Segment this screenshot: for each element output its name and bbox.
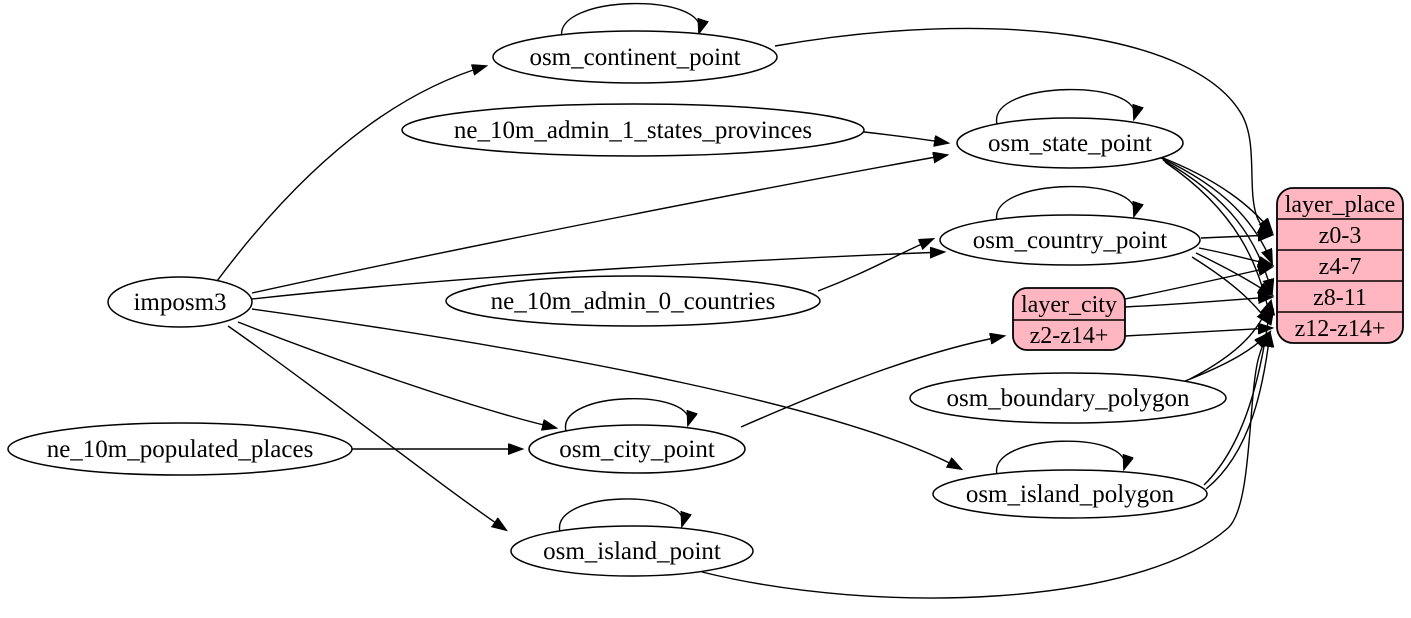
node-shape-osm_boundary_polygon (909, 372, 1227, 424)
node-shape-osm_island_point (510, 525, 754, 577)
record-row-z0-3: z0-3 (1319, 223, 1362, 249)
node-label-osm_city_point: osm_city_point (559, 436, 715, 463)
record-row-z4-7: z4-7 (1319, 254, 1362, 280)
node-imposm3: imposm3 (107, 276, 253, 328)
edge-osm_city_point-to-layer_city-z2-z14 (740, 336, 1004, 428)
node-shape-osm_state_point (956, 117, 1184, 169)
record-row-z12-z14: z12-z14+ (1295, 316, 1386, 342)
node-label-ne_10m_admin_0_countries: ne_10m_admin_0_countries (491, 288, 776, 315)
record-box-layer_place (1276, 187, 1404, 344)
record-row-z2-z14: z2-z14+ (1030, 323, 1109, 349)
edge-self-osm_continent_point (561, 2, 700, 39)
node-label-imposm3: imposm3 (133, 289, 226, 316)
edge-osm_island_point-to-layer_place-z12-z14 (701, 332, 1270, 599)
node-label-ne_10m_populated_places: ne_10m_populated_places (47, 436, 314, 463)
edges (216, 2, 1272, 599)
node-shape-imposm3 (107, 276, 253, 328)
edge-osm_country_point-to-layer_place-z8-11 (1195, 252, 1272, 295)
node-osm_state_point: osm_state_point (956, 117, 1184, 169)
node-label-osm_state_point: osm_state_point (988, 130, 1152, 157)
node-osm_continent_point: osm_continent_point (492, 30, 778, 84)
record-box-layer_city (1012, 287, 1126, 351)
edge-layer_city-to-layer_place-z12-z14 (1124, 328, 1272, 337)
node-shape-osm_continent_point (492, 30, 778, 84)
edge-self-osm_city_point (565, 398, 689, 432)
edge-imposm3-to-osm_continent_point (216, 66, 486, 282)
node-osm_island_polygon: osm_island_polygon (932, 469, 1208, 519)
edge-osm_country_point-to-layer_place-z4-7 (1198, 247, 1272, 265)
node-osm_boundary_polygon: osm_boundary_polygon (909, 372, 1227, 424)
edge-self-osm_island_point (559, 498, 683, 533)
edge-osm_state_point-to-layer_place-z0-3 (1157, 155, 1272, 232)
edge-imposm3-to-osm_country_point (251, 252, 944, 300)
edge-osm_state_point-to-layer_place-z4-7 (1160, 157, 1272, 263)
node-shape-osm_city_point (528, 424, 746, 474)
node-ne_10m_admin_0_countries: ne_10m_admin_0_countries (445, 275, 821, 327)
edge-imposm3-to-osm_state_point (251, 155, 947, 294)
node-label-osm_island_polygon: osm_island_polygon (966, 481, 1175, 508)
edge-ne_10m_admin_1_states_provinces-to-osm_state_point (863, 131, 948, 143)
node-shape-osm_island_polygon (932, 469, 1208, 519)
record-layer_place: layer_place z0-3 z4-7 z8-11 z12-z14+ (1276, 187, 1404, 344)
node-shape-ne_10m_admin_1_states_provinces (401, 103, 865, 157)
edge-osm_boundary_polygon-to-layer_place-z8-11 (1189, 302, 1270, 380)
edge-osm_country_point-to-layer_place-z0-3 (1200, 235, 1272, 238)
node-label-osm_boundary_polygon: osm_boundary_polygon (946, 385, 1190, 412)
node-shape-ne_10m_admin_0_countries (445, 275, 821, 327)
node-ne_10m_admin_1_states_provinces: ne_10m_admin_1_states_provinces (401, 103, 865, 157)
edge-osm_island_polygon-to-layer_place-z8-11 (1203, 301, 1271, 486)
node-osm_city_point: osm_city_point (528, 424, 746, 474)
node-shape-osm_country_point (939, 214, 1201, 266)
edge-layer_city-to-layer_place-z4-7 (1124, 267, 1272, 300)
record-layer_city: layer_city z2-z14+ (1012, 287, 1126, 351)
edge-ne_10m_admin_0_countries-to-osm_country_point (817, 239, 933, 292)
node-label-ne_10m_admin_1_states_provinces: ne_10m_admin_1_states_provinces (454, 117, 812, 144)
node-label-osm_continent_point: osm_continent_point (529, 44, 740, 71)
edge-imposm3-to-osm_island_polygon (251, 308, 961, 469)
node-osm_country_point: osm_country_point (939, 214, 1201, 266)
edge-osm_island_polygon-to-layer_place-z12-z14 (1205, 333, 1270, 490)
record-title-layer_place: layer_place (1285, 192, 1396, 218)
edge-imposm3-to-osm_island_point (227, 325, 506, 530)
edge-osm_country_point-to-layer_place-z12-z14 (1191, 256, 1270, 324)
edge-imposm3-to-osm_city_point (237, 321, 556, 428)
edge-self-osm_island_polygon (996, 440, 1125, 476)
record-title-layer_city: layer_city (1021, 292, 1117, 318)
node-osm_island_point: osm_island_point (510, 525, 754, 577)
record-row-z8-11: z8-11 (1313, 285, 1367, 311)
edge-self-osm_state_point (996, 88, 1135, 125)
edge-layer_city-to-layer_place-z8-11 (1124, 297, 1272, 308)
node-label-osm_country_point: osm_country_point (973, 227, 1167, 254)
edge-self-osm_country_point (996, 185, 1135, 222)
node-ne_10m_populated_places: ne_10m_populated_places (7, 422, 353, 476)
node-shape-ne_10m_populated_places (7, 422, 353, 476)
node-label-osm_island_point: osm_island_point (543, 538, 721, 565)
